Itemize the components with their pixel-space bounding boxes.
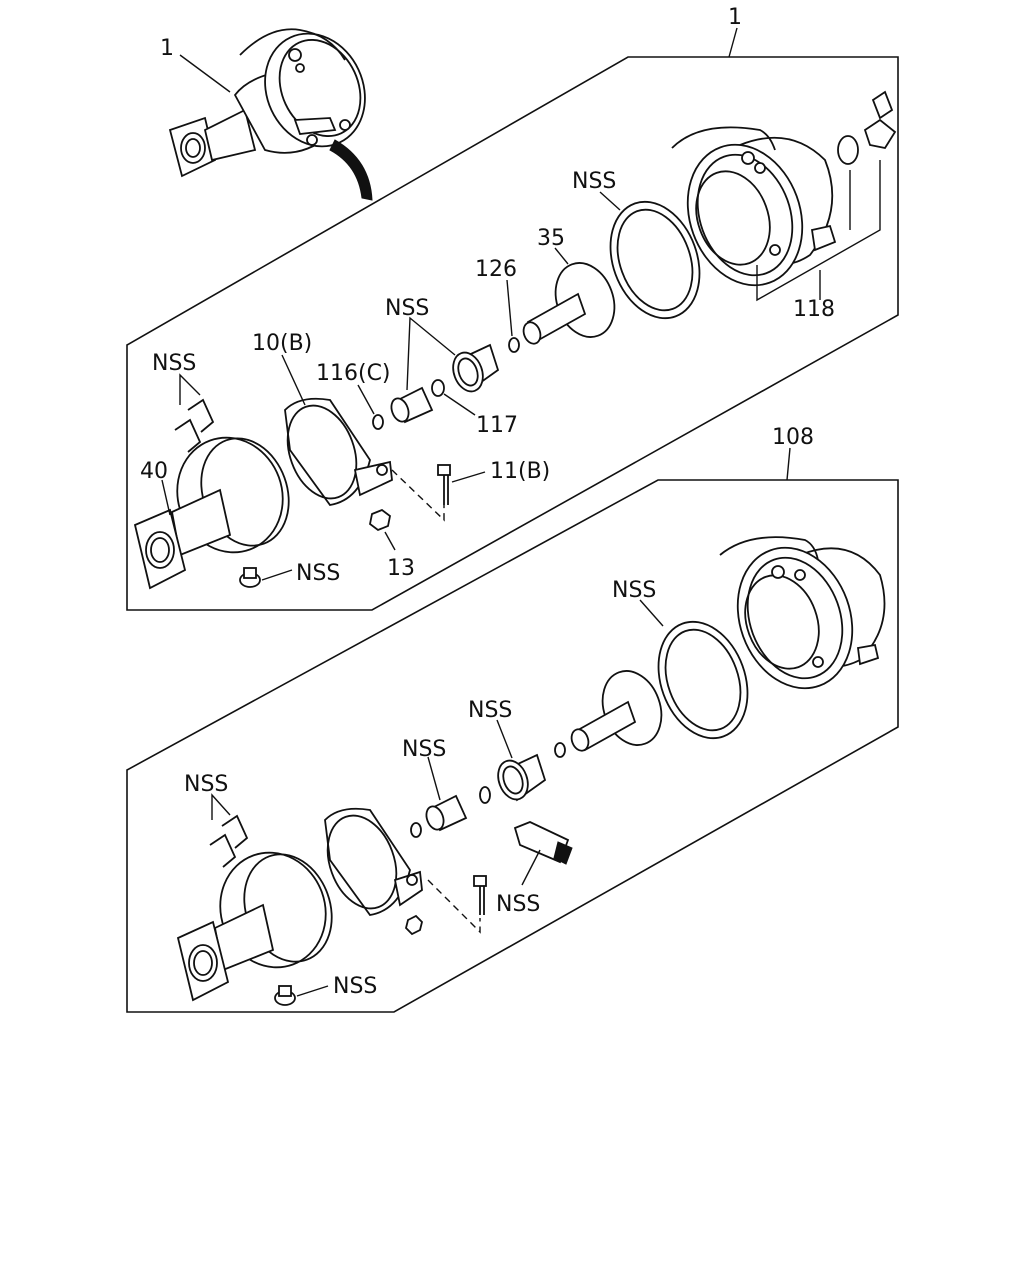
callout-11b: 11(B)	[490, 459, 550, 484]
callout-nss-clips-top: NSS	[152, 351, 196, 376]
part-nss-grease-bottom	[513, 821, 573, 886]
part-nss-nut-top	[239, 567, 293, 588]
callout-nss-boot-bottom: NSS	[468, 698, 512, 723]
part-13-nut	[369, 508, 396, 551]
part-nss-boot-bottom	[496, 719, 547, 802]
fork-108	[324, 807, 423, 936]
callout-nss-ring-top: NSS	[572, 169, 616, 194]
callout-assembly-top: 1	[728, 5, 742, 30]
callout-nss-bushing-top: NSS	[385, 296, 429, 321]
callout-118: 118	[793, 297, 835, 322]
callout-10b: 10(B)	[252, 331, 312, 356]
callout-116c: 116(C)	[316, 361, 391, 386]
callout-nss-ring-bottom: NSS	[612, 578, 656, 603]
assembly-panel-1: 1 118 NSS	[126, 5, 899, 611]
callout-assembly-thumb: 1	[160, 36, 174, 61]
callout-117: 117	[476, 413, 518, 438]
indicator-arrow	[329, 139, 373, 201]
part-40-cylinder	[133, 436, 290, 590]
part-118-oring	[837, 135, 859, 165]
part-nss-nut-bottom	[274, 985, 329, 1006]
sleeve-108	[554, 670, 663, 758]
panel-border-top	[126, 56, 899, 611]
leader-assembly-top	[728, 27, 738, 58]
callout-nss-clips-bottom: NSS	[184, 772, 228, 797]
part-nss-clips-top	[174, 373, 215, 453]
callout-126: 126	[475, 257, 517, 282]
part-nss-bushing-top	[390, 316, 500, 424]
callout-40: 40	[140, 459, 168, 484]
callout-35: 35	[537, 226, 565, 251]
part-126-washer	[506, 279, 520, 353]
callout-nss-nut-bottom: NSS	[333, 974, 377, 999]
part-11b-bolt	[391, 464, 486, 522]
callout-108: 108	[772, 425, 814, 450]
part-nss-bushing-bottom	[425, 756, 468, 832]
leader-assembly-thumb	[179, 54, 231, 93]
panel-border-bottom	[126, 479, 899, 1013]
part-118-housing	[671, 90, 897, 302]
callout-13: 13	[387, 556, 415, 581]
washer-108	[410, 822, 422, 838]
assembled-unit-thumbnail: 1	[160, 28, 366, 178]
part-nss-ring-bottom	[639, 599, 749, 740]
assembly-panel-108: 108 NSS	[126, 425, 899, 1013]
cylinder-108	[176, 851, 333, 1002]
leader-assembly-108	[786, 447, 791, 481]
part-117-snapring	[431, 379, 476, 416]
part-116c-washer	[357, 384, 384, 430]
callout-nss-nut-top: NSS	[296, 561, 340, 586]
part-nss-ring-top	[599, 191, 701, 320]
snapring-108	[479, 786, 491, 804]
part-35-sleeve	[522, 247, 616, 345]
part-118-breather	[863, 118, 897, 150]
part-nss-clips-bottom	[209, 793, 249, 868]
callout-nss-grease-bottom: NSS	[496, 892, 540, 917]
part-10b-fork	[281, 354, 393, 506]
bolt-108	[427, 875, 487, 934]
housing-108	[719, 536, 886, 690]
callout-nss-bushing-bottom: NSS	[402, 737, 446, 762]
